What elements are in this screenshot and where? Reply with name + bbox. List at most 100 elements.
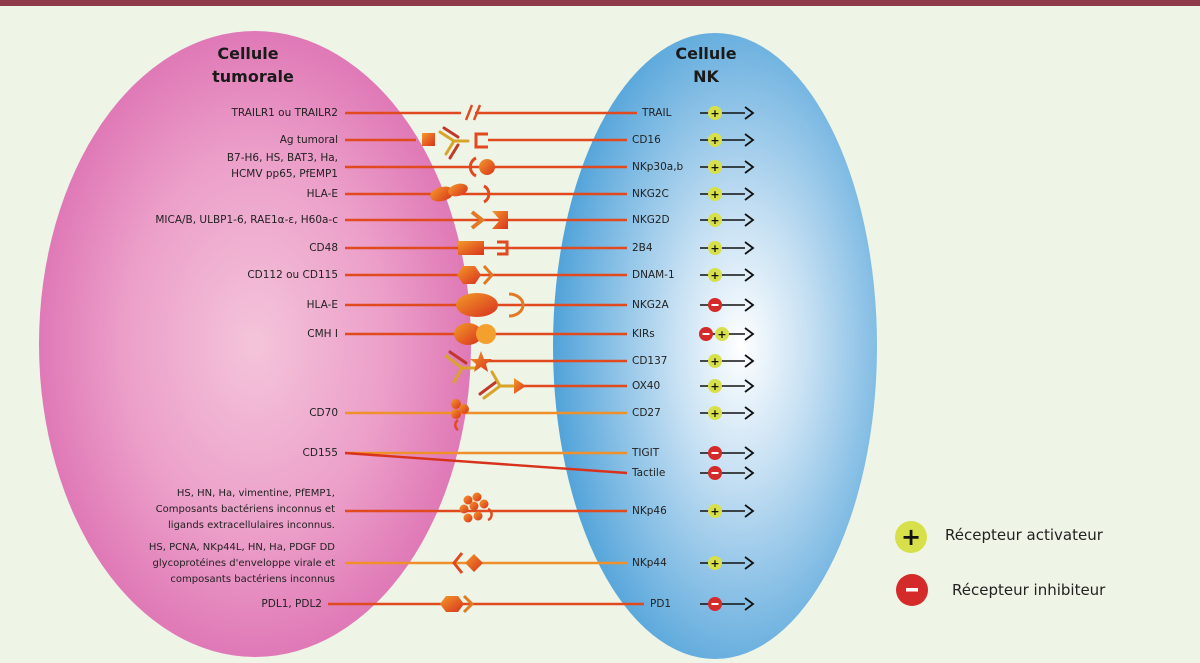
arrow-head-icon [744, 298, 755, 312]
receptor-label: OX40 [632, 380, 660, 392]
arrow-head-icon [744, 213, 755, 227]
ligand-label: MICA/B, ULBP1-6, RAE1α-ε, H60a-c [155, 214, 338, 226]
activator-badge-icon [708, 160, 722, 174]
arrow-head-icon [744, 268, 755, 282]
cd16-receptor-icon [474, 132, 488, 149]
receptor-label: NKG2D [632, 214, 670, 226]
antibody-icon [438, 126, 470, 160]
badge-symbol [711, 452, 719, 454]
arrow-head-icon [744, 406, 755, 420]
antigen-square-icon [422, 133, 435, 146]
nk-cell-title-2: NK [693, 67, 719, 86]
activator-legend-symbol: + [901, 523, 921, 551]
activator-badge-icon [708, 133, 722, 147]
nkp30-ligand-icon [468, 156, 477, 178]
activator-badge-icon [715, 327, 729, 341]
nkp30-receptor-icon [479, 159, 495, 175]
ligand-label: HCMV pp65, PfEMP1 [231, 168, 338, 180]
arrow-head-icon [744, 466, 755, 480]
receptor-label: CD137 [632, 355, 667, 367]
activator-badge-icon [708, 406, 722, 420]
badge-symbol: + [710, 407, 719, 420]
ligand-label: PDL1, PDL2 [261, 598, 322, 610]
tumor-cell-title-2: tumorale [212, 67, 294, 86]
arrow-head-icon [744, 160, 755, 174]
tumor-cell [39, 31, 471, 657]
badge-symbol: + [710, 188, 719, 201]
inhibitor-legend-label: Récepteur inhibiteur [952, 581, 1106, 599]
badge-symbol [711, 472, 719, 474]
ligand-label: TRAILR1 ou TRAILR2 [230, 107, 338, 119]
inhibitor-legend-symbol [906, 588, 918, 592]
badge-symbol: + [710, 380, 719, 393]
ligand-label: composants bactériens inconnus [170, 573, 335, 585]
receptor-label: PD1 [650, 598, 671, 610]
break-mark-icon [461, 104, 482, 122]
receptor-label: TIGIT [631, 447, 660, 459]
nk-cell-title-1: Cellule [675, 44, 736, 63]
ligand-label: HS, PCNA, NKp44L, HN, Ha, PDGF DD [149, 542, 335, 553]
pd1-receptor-icon [462, 594, 475, 614]
arrow-head-icon [744, 133, 755, 147]
nkp46-ligand-icon [459, 492, 493, 523]
receptor-label: TRAIL [641, 107, 672, 119]
activator-badge-icon [708, 268, 722, 282]
legend: + Récepteur activateur Récepteur inhibit… [895, 521, 1106, 606]
ligand-label: CMH I [307, 328, 338, 340]
hla-e-icon [448, 183, 468, 197]
top-border [0, 0, 1200, 6]
interaction-line [344, 451, 628, 475]
ligand-label: B7-H6, HS, BAT3, Ha, [227, 152, 338, 164]
hla-e-icon [456, 293, 498, 317]
receptor-label: CD27 [632, 407, 661, 419]
badge-symbol [711, 603, 719, 605]
activator-badge-icon [708, 106, 722, 120]
dnam1-receptor-icon [482, 265, 495, 285]
ligand-label: CD48 [309, 242, 338, 254]
activator-badge-icon [708, 187, 722, 201]
kir-receptor-icon [476, 324, 496, 344]
activator-legend-label: Récepteur activateur [945, 526, 1104, 544]
receptor-label: NKp30a,b [632, 161, 684, 173]
cd70-icon [451, 399, 469, 432]
badge-symbol: + [710, 505, 719, 518]
activator-badge-icon [708, 354, 722, 368]
arrow-head-icon [744, 354, 755, 368]
antibody-icon [444, 350, 478, 384]
arrow-head-icon [744, 446, 755, 460]
arrow-head-icon [744, 556, 755, 570]
signaling-arrows: +++++++++++++ [699, 106, 755, 611]
activator-badge-icon [708, 379, 722, 393]
nkg2c-receptor-icon [483, 184, 491, 204]
nkg2a-receptor-icon [508, 292, 525, 318]
badge-symbol [702, 333, 710, 335]
cd112-icon [457, 266, 481, 284]
arrow-head-icon [744, 504, 755, 518]
receptor-label: 2B4 [632, 242, 653, 254]
cmh-icon [454, 323, 482, 345]
receptor-label: NKG2C [632, 188, 669, 200]
arrow-head-icon [744, 597, 755, 611]
nk-cell [553, 33, 877, 659]
arrow-head-icon [744, 379, 755, 393]
badge-symbol: + [710, 107, 719, 120]
nkp44-ligand-icon [452, 552, 464, 574]
nkp44-receptor-icon [465, 554, 483, 572]
ox40-receptor-icon [514, 378, 526, 394]
nkg2d-ligand-icon [470, 210, 486, 230]
activator-legend-icon [895, 521, 927, 553]
ligand-label: HLA-E [307, 299, 338, 311]
ligand-label: CD70 [309, 407, 338, 419]
ligand-label: HS, HN, Ha, vimentine, PfEMP1, [177, 488, 335, 499]
ligand-label: ligands extracellulaires inconnus. [168, 520, 335, 531]
ligand-label: HLA-E [307, 188, 338, 200]
badge-symbol: + [710, 161, 719, 174]
ligand-label: Ag tumoral [280, 134, 338, 146]
ligand-labels: TRAILR1 ou TRAILR2 Ag tumoral B7-H6, HS,… [149, 107, 338, 610]
receptor-label: NKp46 [632, 505, 667, 517]
ligand-label: CD155 [303, 447, 338, 459]
nkg2d-receptor-icon [492, 211, 508, 229]
badge-symbol: + [710, 355, 719, 368]
arrow-head-icon [744, 327, 755, 341]
